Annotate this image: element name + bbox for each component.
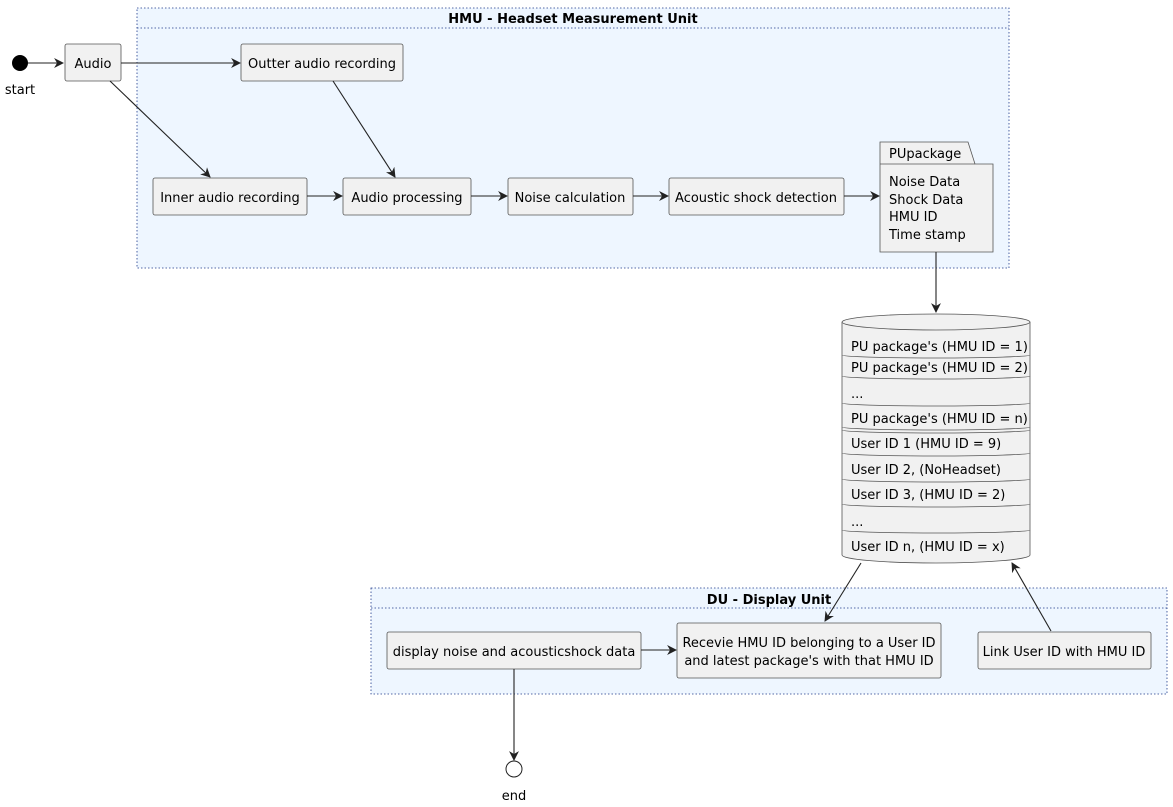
database-user-row: User ID 2, (NoHeadset)	[851, 463, 1001, 478]
outer-recording-label: Outter audio recording	[248, 57, 396, 72]
display-data-label: display noise and acousticshock data	[393, 645, 636, 660]
pupackage-folder	[879, 141, 994, 253]
shock-detection-label: Acoustic shock detection	[675, 191, 837, 206]
receive-label-line2: and latest package's with that HMU ID	[684, 654, 933, 669]
database-user-row: User ID n, (HMU ID = x)	[851, 540, 1005, 555]
pupackage-field: Shock Data	[889, 193, 963, 208]
database-package-row: PU package's (HMU ID = 1)	[851, 340, 1028, 355]
edge-audio-inner	[109, 80, 211, 178]
database-user-row: User ID 1 (HMU ID = 9)	[851, 437, 1001, 452]
edges	[28, 58, 1052, 761]
end-node: end	[502, 760, 527, 804]
receive-node: Recevie HMU ID belonging to a User ID an…	[676, 622, 942, 679]
audio-node: Audio	[64, 43, 122, 82]
link-user-label: Link User ID with HMU ID	[983, 645, 1146, 660]
pupackage-field: Noise Data	[889, 175, 960, 190]
database-package-row: PU package's (HMU ID = n)	[851, 412, 1028, 427]
database-user-row: ...	[851, 515, 863, 530]
inner-recording-label: Inner audio recording	[160, 191, 300, 206]
noise-calculation-node: Noise calculation	[507, 177, 634, 216]
display-data-node: display noise and acousticshock data	[386, 631, 642, 670]
start-label: start	[5, 83, 35, 98]
pupackage-field: HMU ID	[889, 210, 937, 225]
database-package-row: PU package's (HMU ID = 2)	[851, 361, 1028, 376]
start-node: start	[5, 55, 35, 98]
receive-label-line1: Recevie HMU ID belonging to a User ID	[682, 636, 935, 651]
start-dot	[12, 55, 28, 71]
end-circle	[505, 760, 523, 778]
database-body	[841, 322, 1031, 564]
pupackage-tab-label: PUpackage	[889, 147, 961, 162]
audio-processing-node: Audio processing	[342, 177, 472, 216]
link-user-node: Link User ID with HMU ID	[977, 631, 1152, 670]
noise-calculation-label: Noise calculation	[515, 191, 626, 206]
edge-database-receive	[824, 562, 862, 622]
pupackage-node: PUpackage Noise Data Shock Data HMU ID T…	[879, 141, 994, 253]
database-user-row: User ID 3, (HMU ID = 2)	[851, 488, 1005, 503]
outer-recording-node: Outter audio recording	[240, 43, 404, 82]
database-package-row: ...	[851, 387, 863, 402]
database-node: PU package's (HMU ID = 1) PU package's (…	[841, 313, 1031, 564]
audio-processing-label: Audio processing	[351, 191, 462, 206]
end-label: end	[502, 789, 527, 804]
hmu-partition-title: HMU - Headset Measurement Unit	[448, 12, 697, 27]
edge-outer-processing	[332, 80, 396, 178]
database-top	[841, 313, 1031, 331]
edge-link-database	[1011, 562, 1052, 632]
du-partition-title: DU - Display Unit	[707, 593, 831, 608]
shock-detection-node: Acoustic shock detection	[668, 177, 845, 216]
inner-recording-node: Inner audio recording	[152, 177, 308, 216]
audio-label: Audio	[75, 57, 112, 72]
pupackage-field: Time stamp	[888, 228, 966, 243]
